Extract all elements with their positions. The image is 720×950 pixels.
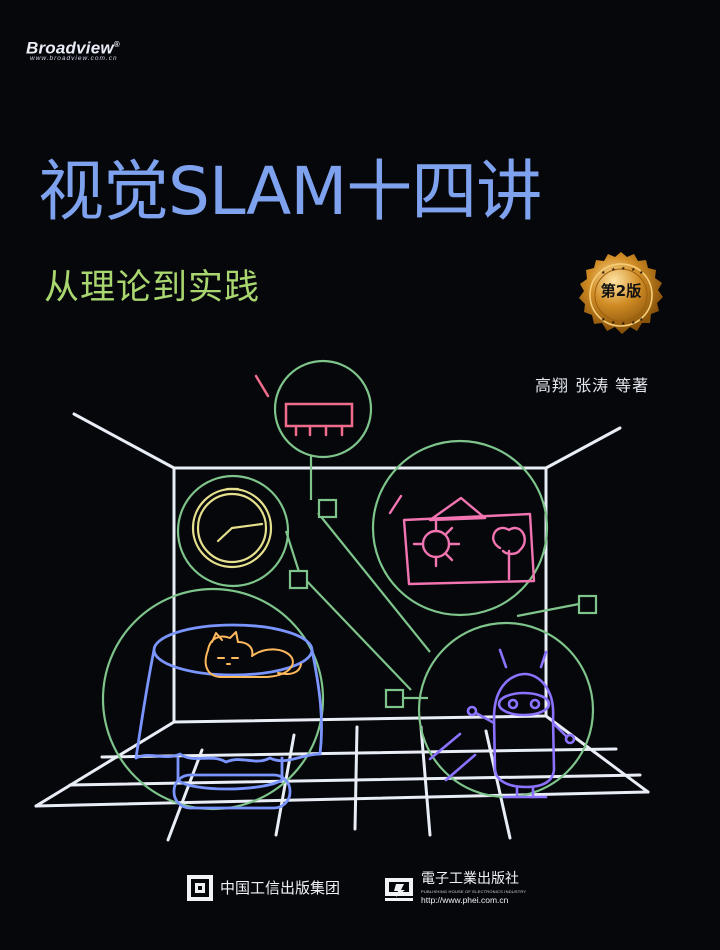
- svg-text:★: ★: [621, 321, 626, 327]
- brand-name: Broadview®: [26, 36, 120, 57]
- svg-text:★: ★: [611, 267, 616, 273]
- edition-badge: 第2版: [600, 282, 642, 300]
- brand-wordmark: Broadview: [26, 38, 114, 58]
- svg-text:★: ★: [601, 270, 606, 276]
- cat-sketch: [204, 631, 302, 678]
- svg-text:★: ★: [631, 267, 636, 273]
- publisher-name: 電子工業出版社: [421, 871, 519, 887]
- svg-text:★: ★: [639, 270, 644, 276]
- picture-frame-sketch: [388, 494, 536, 586]
- book-title: 视觉SLAM十四讲: [38, 153, 542, 230]
- publisher-url: http://www.phei.com.cn: [421, 895, 509, 905]
- svg-text:★: ★: [621, 266, 626, 272]
- observation-circles: [101, 359, 598, 811]
- room-lines: [34, 412, 650, 842]
- authors: 高翔 张涛 等著: [535, 376, 650, 395]
- gold-seal-icon: ★★★★★ ★★★★★: [579, 252, 663, 334]
- svg-text:★: ★: [639, 317, 644, 323]
- table-sketch: [134, 623, 323, 810]
- air-conditioner-sketch: [254, 374, 354, 437]
- svg-text:★: ★: [611, 320, 616, 326]
- svg-text:★: ★: [601, 317, 606, 323]
- brand-registered-mark: ®: [113, 40, 120, 49]
- clock-sketch: [191, 487, 273, 569]
- publisher-english-name: PUBLISHING HOUSE OF ELECTRONICS INDUSTRY: [421, 889, 527, 894]
- brand-url: www.broadview.com.cn: [30, 55, 118, 62]
- publisher-logo-icon: [187, 875, 213, 901]
- electronics-industry-logo-icon: [385, 878, 413, 901]
- book-subtitle: 从理论到实践: [44, 268, 261, 308]
- svg-text:★: ★: [631, 320, 636, 326]
- robot-sketch: [428, 648, 576, 799]
- publisher-group-name: 中国工信出版集团: [220, 879, 341, 897]
